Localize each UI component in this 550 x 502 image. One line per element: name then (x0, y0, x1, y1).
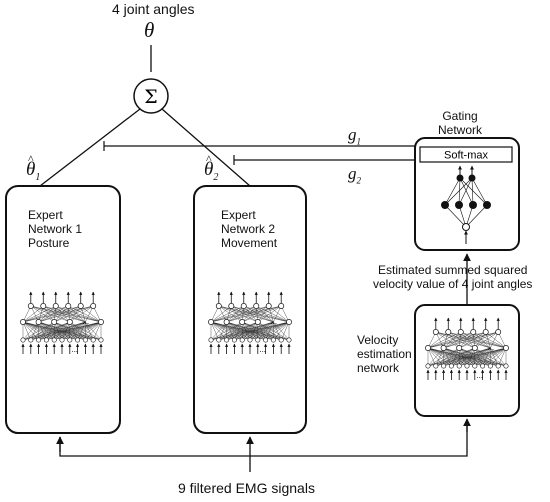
softmax-box (419, 146, 513, 163)
svg-text:...: ... (82, 317, 89, 326)
softmax-label: Soft-max (444, 150, 489, 162)
sum-symbol: Σ (144, 86, 157, 108)
g2-label: g2 (348, 164, 361, 186)
velocity-network-label: Velocity estimation network (357, 333, 412, 375)
svg-text:...: ... (71, 345, 78, 354)
velocity-network-box (414, 304, 520, 417)
expert-network-1-box (5, 185, 121, 434)
expert2-network-icon: ...... (208, 291, 292, 354)
g1-label: g1 (348, 125, 361, 147)
sum-to-expert1 (39, 108, 141, 187)
sum-node (133, 78, 169, 114)
expert2-label: Expert Network 2 Movement (221, 208, 278, 250)
bottom-label: 9 filtered EMG signals (178, 480, 315, 496)
svg-text:...: ... (487, 343, 494, 352)
theta-hat-1: ^θ1 (26, 152, 41, 183)
expert1-network-icon: ...... (20, 291, 104, 354)
sum-to-expert2 (161, 108, 251, 187)
svg-text:...: ... (476, 371, 483, 380)
velocity-network-icon: ...... (425, 317, 509, 380)
expert1-label: Expert Network 1 Posture (28, 208, 83, 250)
top-label: 4 joint angles (112, 1, 195, 17)
svg-text:...: ... (270, 317, 277, 326)
theta-output: θ (144, 18, 155, 42)
svg-text:...: ... (259, 345, 266, 354)
gating-title: Gating Network (438, 109, 483, 137)
gating-network-icon (441, 165, 491, 244)
velocity-value-label: Estimated summed squared velocity value … (373, 263, 533, 291)
theta-hat-2: ^θ2 (204, 152, 219, 183)
gating-network-box (414, 137, 520, 251)
